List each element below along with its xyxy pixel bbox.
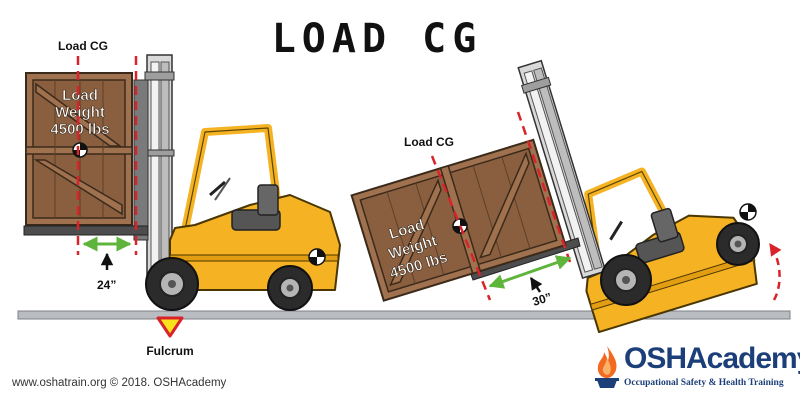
right-rear-wheel xyxy=(716,222,760,266)
tip-over-arc xyxy=(768,242,782,301)
right-forklift-cg-marker xyxy=(739,203,757,221)
left-forklift-body xyxy=(169,124,341,291)
right-distance-pointer xyxy=(529,276,543,293)
footer-copyright: www.oshatrain.org © 2018. OSHAcademy xyxy=(12,377,227,389)
ground-line xyxy=(17,310,791,320)
left-distance-label: 24” xyxy=(97,278,116,292)
right-distance-arrow xyxy=(488,255,572,289)
left-rear-wheel xyxy=(267,265,313,311)
logo-wordmark: OSHAcademy™ xyxy=(624,342,800,376)
left-cg-marker xyxy=(72,142,88,158)
page-title: LOAD CG xyxy=(272,16,483,62)
left-forklift-mast xyxy=(23,54,175,276)
right-cg-label: Load CG xyxy=(404,135,454,149)
right-front-wheel xyxy=(600,254,652,306)
left-front-wheel xyxy=(145,257,199,311)
right-distance-label: 30” xyxy=(531,290,554,309)
right-forklift-mast xyxy=(517,59,607,280)
flame-icon xyxy=(595,346,619,388)
left-crate-label-weight: Weight xyxy=(55,104,105,121)
oshacademy-logo: OSHAcademy™ Occupational Safety & Health… xyxy=(592,342,800,392)
left-forklift-scene: Load Weight 4500 lbs xyxy=(23,39,341,358)
logo-tagline: Occupational Safety & Health Training xyxy=(624,378,784,388)
left-crate-label-amount: 4500 lbs xyxy=(50,121,109,138)
left-cg-label: Load CG xyxy=(58,39,108,53)
right-cg-line xyxy=(430,155,492,301)
left-forklift-cg-marker xyxy=(308,248,326,266)
right-forklift-scene: Load Weight 4500 lbs Load CG xyxy=(350,59,782,334)
fulcrum-label: Fulcrum xyxy=(146,344,193,358)
left-crate-label-load: Load xyxy=(62,87,98,104)
right-mast-line xyxy=(516,111,572,263)
logo-name: OSHAcademy xyxy=(624,342,800,375)
fulcrum-triangle xyxy=(156,316,184,338)
